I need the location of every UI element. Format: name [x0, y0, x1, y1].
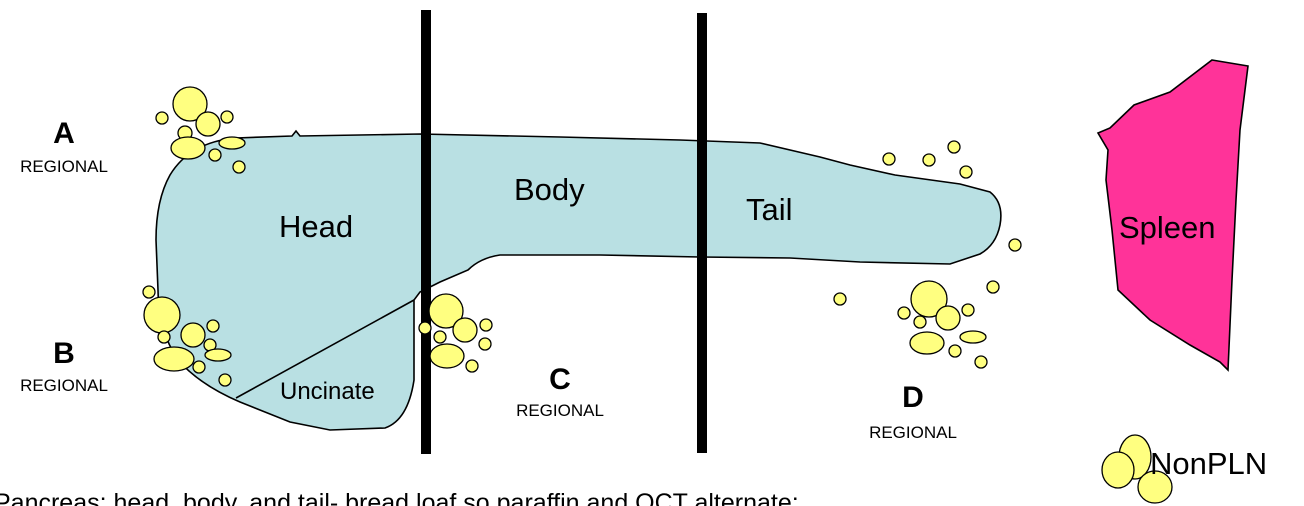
lymph-node: [156, 112, 168, 124]
lymph-node: [1009, 239, 1021, 251]
lymph-node: [914, 316, 926, 328]
lymph-node: [209, 149, 221, 161]
region-letter: B: [53, 337, 75, 370]
lymph-node: [430, 344, 464, 368]
lymph-node: [419, 322, 431, 334]
lymph-node: [207, 320, 219, 332]
lymph-node: [1102, 452, 1134, 488]
lymph-node: [834, 293, 846, 305]
lymph-node: [466, 360, 478, 372]
lymph-node: [171, 137, 205, 159]
spleen-label: Spleen: [1119, 210, 1216, 245]
lymph-node: [196, 112, 220, 136]
lymph-node: [480, 319, 492, 331]
lymph-node: [154, 347, 194, 371]
lymph-node: [898, 307, 910, 319]
lymph-node: [158, 331, 170, 343]
lymph-node: [233, 161, 245, 173]
lymph-node: [205, 349, 231, 361]
lymph-node: [883, 153, 895, 165]
lymph-node: [936, 306, 960, 330]
region-c-label: C REGIONAL: [516, 363, 604, 420]
lymph-node: [181, 323, 205, 347]
lymph-node: [219, 137, 245, 149]
region-word: REGIONAL: [20, 376, 108, 395]
region-b-label: B REGIONAL: [20, 337, 108, 395]
lymph-node: [221, 111, 233, 123]
tail-label: Tail: [746, 192, 793, 227]
lymph-node: [987, 281, 999, 293]
lymph-node: [948, 141, 960, 153]
region-word: REGIONAL: [20, 157, 108, 176]
lymph-node: [479, 338, 491, 350]
lymph-node: [219, 374, 231, 386]
uncinate-label: Uncinate: [280, 378, 375, 405]
lymph-node: [975, 356, 987, 368]
body-label: Body: [514, 172, 585, 207]
lymph-node: [910, 332, 944, 354]
region-a-label: A REGIONAL: [20, 117, 108, 176]
region-letter: D: [902, 381, 924, 414]
head-label: Head: [279, 209, 353, 244]
cut-line-2: [697, 13, 707, 453]
region-word: REGIONAL: [516, 401, 604, 420]
region-d-label: D REGIONAL: [869, 381, 957, 442]
lymph-node: [193, 361, 205, 373]
region-word: REGIONAL: [869, 423, 957, 442]
lymph-node: [434, 331, 446, 343]
lymph-node: [949, 345, 961, 357]
region-letter: C: [549, 363, 571, 396]
cut-line-1: [421, 10, 431, 454]
legend-label: NonPLN: [1150, 446, 1267, 481]
lymph-node: [453, 318, 477, 342]
lymph-node: [962, 304, 974, 316]
lymph-node: [143, 286, 155, 298]
caption-text: Pancreas: head, body, and tail- bread lo…: [0, 489, 799, 506]
region-letter: A: [53, 117, 75, 150]
lymph-node: [923, 154, 935, 166]
lymph-node: [960, 166, 972, 178]
lymph-node: [960, 331, 986, 343]
lymph-node: [144, 297, 180, 333]
